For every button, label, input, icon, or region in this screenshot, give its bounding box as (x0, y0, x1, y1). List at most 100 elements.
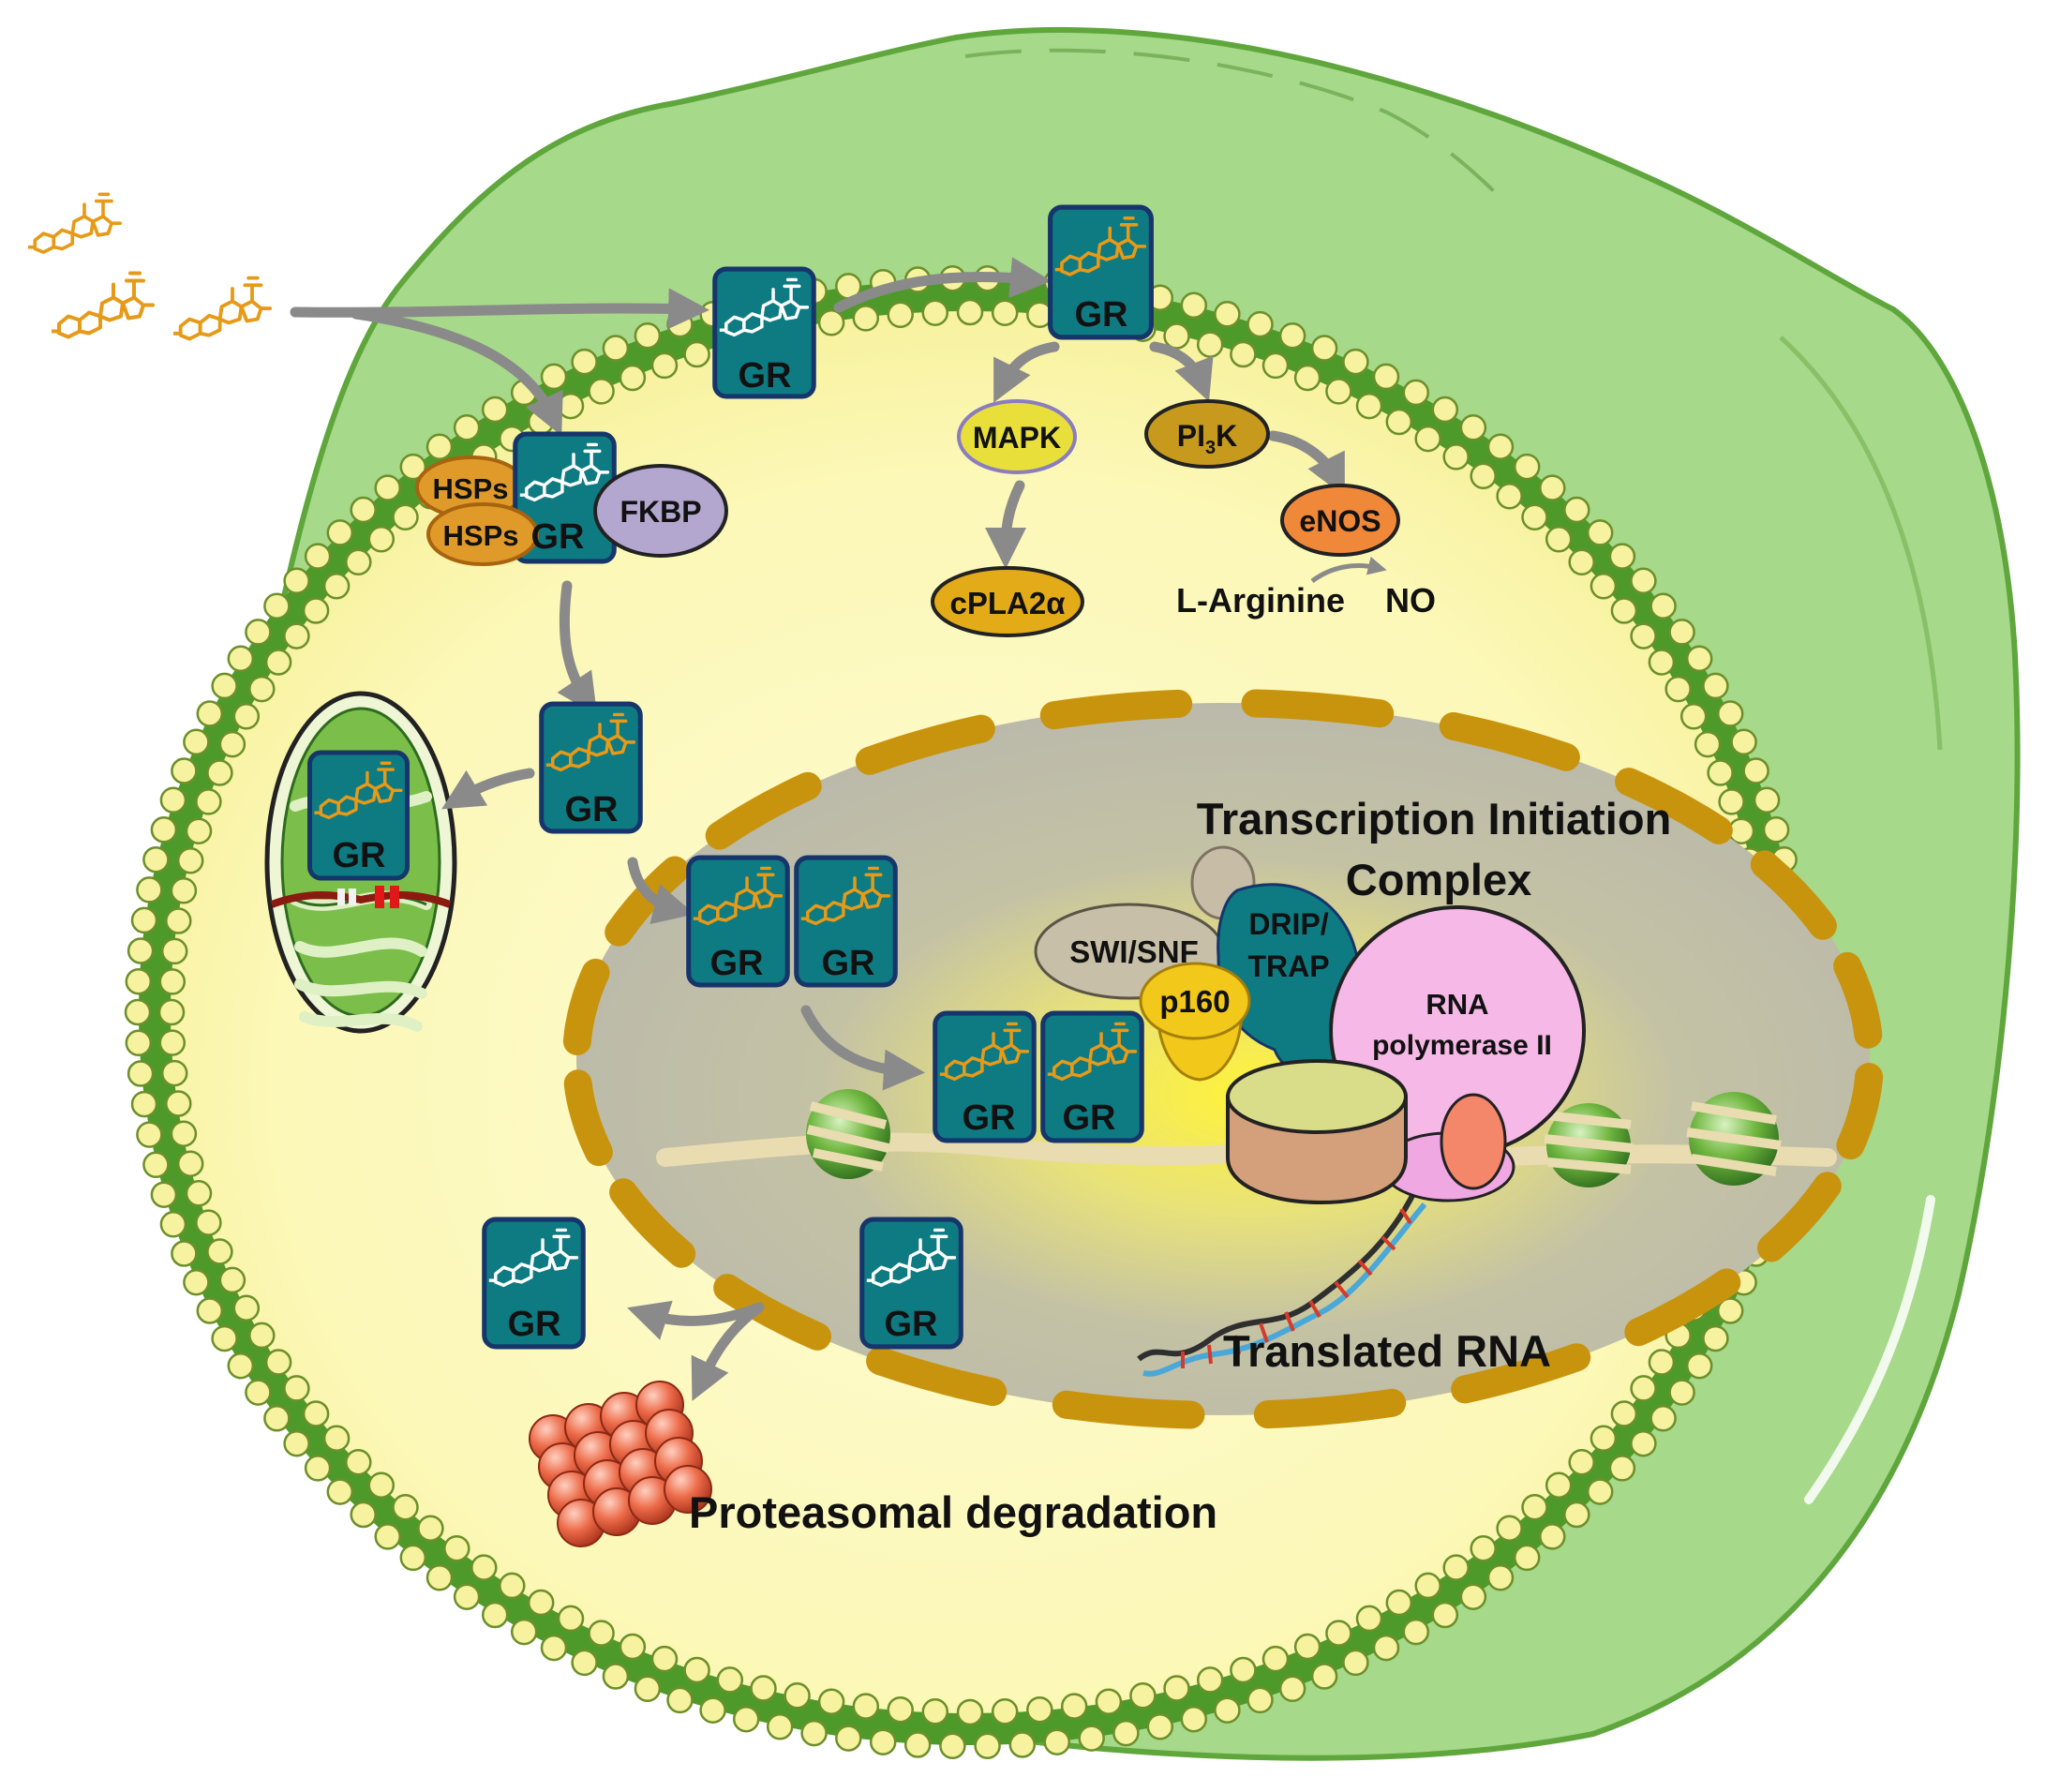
membrane-bead (136, 1121, 163, 1148)
membrane-bead (903, 1731, 932, 1758)
fkbp-label: FKBP (619, 495, 701, 529)
nuclear-pore-segment (1039, 689, 1193, 730)
membrane-bead (176, 1150, 204, 1177)
pi3k-node (1144, 399, 1270, 469)
membrane-bead (345, 548, 372, 576)
nuclear-pore-segment (1757, 1172, 1842, 1262)
membrane-bead (1630, 567, 1657, 595)
membrane-bead (1630, 622, 1657, 650)
membrane-bead (345, 1448, 372, 1476)
membrane-bead (1310, 335, 1338, 362)
membrane-bead (557, 1605, 585, 1633)
membrane-bead (1545, 526, 1573, 553)
membrane-bead (130, 906, 158, 934)
membrane-bead (136, 876, 163, 903)
membrane-bead (921, 299, 949, 326)
membrane-bead (1707, 759, 1734, 786)
membrane-bead (150, 1181, 178, 1208)
drip-trap-label-2: TRAP (1247, 949, 1329, 983)
membrane-bead (1442, 443, 1470, 470)
nuclear-pore-segment (1836, 1063, 1884, 1160)
membrane-bead (1214, 301, 1241, 328)
membrane-bead (1402, 379, 1430, 407)
steroid-molecule-icon (173, 278, 270, 339)
arrow-gr-to-mapk (993, 341, 1060, 403)
free-steroids (28, 192, 270, 339)
membrane-bead (1129, 1682, 1157, 1710)
drip-trap-label-1: DRIP/ (1248, 907, 1328, 941)
membrane-bead (302, 597, 330, 624)
membrane-bead (1146, 1713, 1174, 1740)
membrane-bead (1293, 1633, 1321, 1661)
membrane-bead (127, 937, 155, 964)
membrane-bead (750, 1675, 777, 1702)
membrane-bead (766, 1713, 794, 1740)
membrane-bead (1563, 496, 1590, 524)
arrow-membrane-gr-to-gr (833, 257, 1052, 313)
membrane-bead (1742, 757, 1769, 784)
membrane-bead (887, 301, 914, 329)
membrane-bead (1568, 548, 1595, 576)
membrane-bead (171, 1240, 198, 1267)
membrane-bead (869, 1728, 897, 1755)
nuclear-pore-segment (1833, 951, 1883, 1049)
membrane-bead (1163, 1675, 1190, 1702)
membrane-bead (784, 1682, 811, 1710)
membrane-bead (1716, 1297, 1744, 1324)
membrane-bead (283, 622, 310, 650)
membrane-bead (170, 1120, 198, 1147)
membrane-bead (158, 968, 187, 995)
nuclear-pore-segment (562, 958, 610, 1055)
membrane-bead (1459, 1583, 1487, 1610)
membrane-bead (453, 1583, 481, 1610)
membrane-bead (425, 433, 454, 460)
membrane-bead (602, 1663, 630, 1690)
membrane-bead (125, 1029, 153, 1057)
steroid-molecule-icon (28, 192, 122, 255)
membrane-bead (1630, 1375, 1657, 1402)
membrane-bead (283, 1429, 310, 1457)
membrane-bead (852, 305, 880, 332)
membrane-bead (227, 645, 255, 673)
nuclear-pore-segment (1451, 1343, 1591, 1404)
nuclear-pore-segment (609, 1178, 696, 1268)
arrow-gr-to-mitochondrion (441, 768, 535, 810)
nuclear-pore-segment (1624, 1268, 1741, 1347)
arrow-gr-to-pi3k (1149, 341, 1214, 402)
membrane-bead (304, 1455, 332, 1482)
membrane-bead (716, 1666, 744, 1694)
membrane-bead (374, 474, 401, 501)
membrane-bead (130, 1090, 158, 1118)
membrane-bead (1586, 519, 1614, 546)
mapk-node (957, 399, 1077, 474)
membrane-bead (1753, 786, 1781, 814)
membrane-bead (1355, 1605, 1383, 1633)
membrane-bead (1762, 816, 1790, 844)
nuclear-pore-segment (705, 771, 822, 850)
membrane-bead (443, 1534, 470, 1562)
membrane-bead (1668, 1379, 1695, 1406)
membrane-bead (195, 1209, 222, 1236)
membrane-bead (1246, 310, 1274, 338)
transcription-complex-title-1: Transcription Initiation (1197, 794, 1672, 844)
nuclear-pore-segment (563, 1069, 613, 1167)
membrane-bead (125, 967, 153, 995)
membrane-bead (1325, 1620, 1352, 1647)
membrane-bead (650, 351, 679, 380)
nucleosome-icon (1686, 1092, 1782, 1186)
gr-exported: GR (862, 1219, 961, 1347)
nuclear-pore-segment (1241, 689, 1395, 728)
membrane-bead (183, 728, 210, 756)
membrane-bead (1196, 331, 1224, 358)
membrane-bead (185, 1180, 213, 1207)
membrane-bead (1610, 1400, 1638, 1427)
arrow-mapk-to-cpla2 (985, 480, 1027, 569)
membrane-bead (350, 496, 377, 524)
membrane-bead (1385, 408, 1413, 436)
p160-label: p160 (1159, 984, 1230, 1019)
pi3k-subscript: 3 (1205, 438, 1216, 458)
swi-snf-label: SWI/SNF (1069, 934, 1199, 969)
proteasome-icon (529, 1381, 712, 1547)
membrane-bead (1568, 1448, 1595, 1476)
proteasome-subunit (664, 1465, 712, 1514)
